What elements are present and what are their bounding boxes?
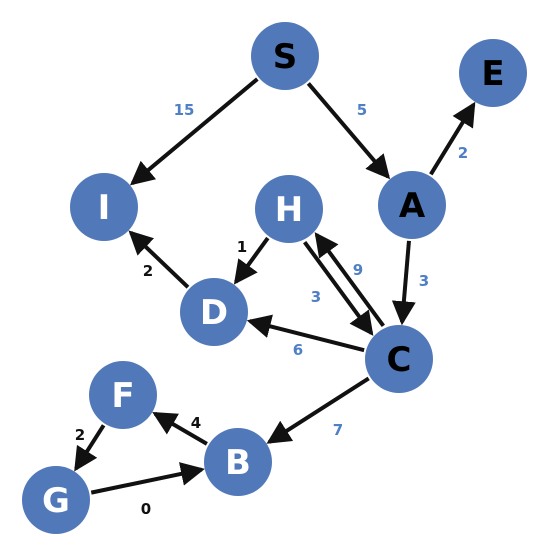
node-circle-a [378,171,446,239]
edge-weight-a-c: 3 [419,272,429,290]
node-b: B [204,428,272,496]
node-f: F [89,361,157,429]
edge-h-to-d [233,236,270,285]
weights-layer: 15 5 2 3 1 9 3 2 6 7 4 2 0 [75,101,468,518]
edge-c-to-h [314,232,385,328]
edge-s-to-i [129,77,259,186]
edge-weight-c-d: 6 [293,341,303,359]
edge-a-to-e [429,101,476,176]
node-label-a: A [399,186,426,226]
node-s: S [251,22,319,90]
edge-weight-h-d: 1 [237,238,247,256]
node-label-b: B [225,443,251,483]
node-circle-b [204,428,272,496]
node-label-e: E [481,54,504,94]
edge-d-to-i [128,230,190,289]
edge-weight-c-h: 3 [311,288,321,306]
node-label-f: F [111,376,134,416]
node-circle-s [251,22,319,90]
node-e: E [459,39,527,107]
node-label-s: S [273,37,298,77]
node-h: H [255,175,323,243]
edge-weight-s-i: 15 [174,101,195,119]
node-circle-f [89,361,157,429]
node-label-c: C [387,340,412,380]
edge-c-to-d [246,314,365,353]
node-g: G [22,466,90,534]
edge-weight-a-e: 2 [458,144,468,162]
edge-weight-s-a: 5 [357,101,367,119]
edge-s-to-a [306,82,391,180]
edge-weight-c-b: 7 [333,421,343,439]
node-circle-i [70,173,138,241]
edge-a-to-c [391,240,416,326]
edge-f-to-g [74,424,106,472]
edges-layer [74,77,476,495]
edge-c-to-b [266,376,370,444]
node-circle-e [459,39,527,107]
node-label-i: I [98,188,111,228]
node-circle-g [22,466,90,534]
node-c: C [365,325,433,393]
node-circle-d [180,278,248,346]
edge-weight-b-f: 4 [191,414,201,432]
edge-b-to-f [152,411,208,446]
node-d: D [180,278,248,346]
node-i: I [70,173,138,241]
edge-weight-f-g: 2 [75,426,85,444]
node-label-d: D [200,293,228,333]
node-circle-c [365,325,433,393]
node-circle-h [255,175,323,243]
edge-weight-g-b: 0 [141,500,151,518]
edge-g-to-b [90,462,205,495]
edge-weight-d-i: 2 [143,262,153,280]
node-a: A [378,171,446,239]
nodes-layer: S E I H A D C F B G [22,22,527,534]
node-label-g: G [42,481,70,521]
edge-weight-h-c: 9 [353,261,363,279]
node-label-h: H [275,190,303,230]
